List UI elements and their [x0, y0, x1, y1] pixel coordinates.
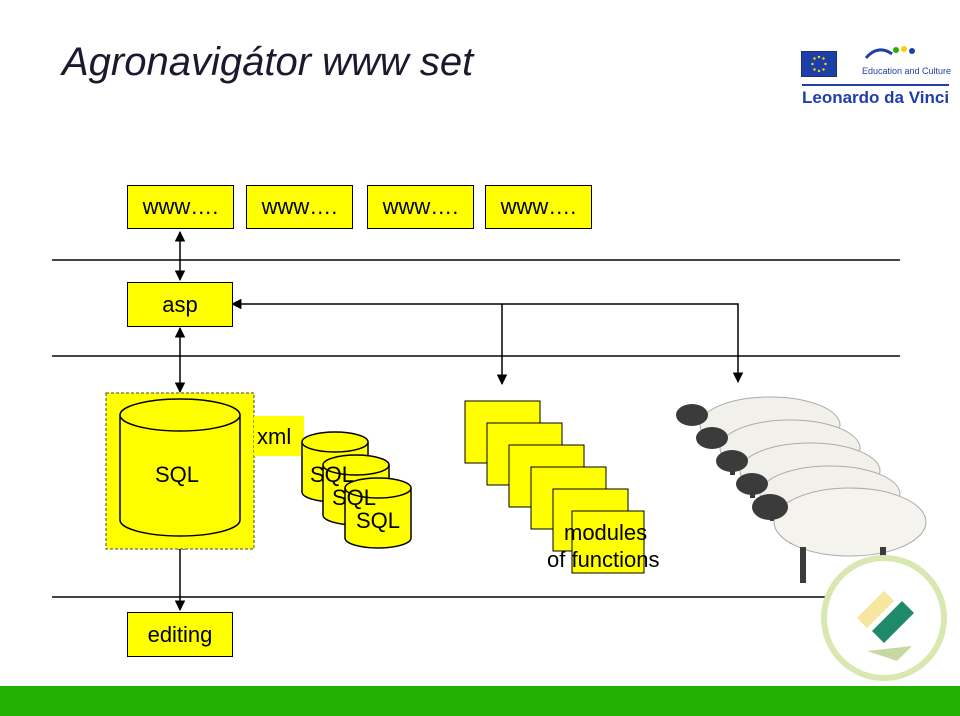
sheep-flock-illustration — [676, 396, 927, 583]
sql-small-label-2: SQL — [332, 485, 377, 510]
sql-main-cylinder — [119, 398, 241, 537]
asp-box: asp — [127, 282, 233, 327]
leonardo-da-vinci-text: Leonardo da Vinci — [802, 84, 950, 108]
editing-box: editing — [127, 612, 233, 657]
sql-small-label-3: SQL — [356, 508, 401, 533]
bottom-green-bar — [0, 686, 960, 716]
eu-flag-icon — [801, 51, 837, 77]
page-title: Agronavigátor www set — [62, 40, 474, 84]
agro-logo-icon — [821, 555, 947, 681]
xml-label: xml — [257, 424, 292, 449]
www-box-1: www…. — [127, 185, 234, 229]
www-box-4: www…. — [485, 185, 592, 229]
sql-small-cylinder-3 — [344, 477, 412, 549]
module-box-stack — [464, 400, 645, 574]
education-culture-logo-icon — [862, 44, 920, 69]
sql-main-label: SQL — [155, 462, 200, 487]
modules-label-line2: of functions — [547, 547, 660, 572]
xml-box-fill — [254, 416, 304, 456]
www-box-2: www…. — [246, 185, 353, 229]
www-box-3: www…. — [367, 185, 474, 229]
sql-small-label-1: SQL — [310, 462, 355, 487]
asp-sheep-arrow — [232, 303, 744, 384]
modules-label-line1: modules — [564, 520, 648, 545]
education-culture-text: Education and Culture — [862, 66, 952, 76]
